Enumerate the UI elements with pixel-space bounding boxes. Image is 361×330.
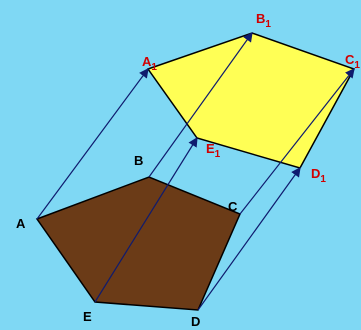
label-d1-subscript: 1 [320, 174, 326, 185]
translation-arrow-b [148, 32, 253, 178]
label-b1-letter: B [256, 11, 265, 26]
translation-arrow-e [94, 136, 198, 303]
label-c: C [228, 199, 238, 214]
translated-pentagon [146, 32, 356, 169]
label-b: B [134, 153, 143, 168]
label-a1-subscript: 1 [151, 62, 157, 73]
label-c1-subscript: 1 [354, 60, 360, 71]
label-d1-letter: D [311, 166, 320, 181]
label-a: A [16, 216, 26, 231]
label-e1: E1 [206, 141, 221, 160]
label-e1-letter: E [206, 141, 215, 156]
translation-arrow-c [239, 68, 355, 215]
label-c1: C1 [345, 52, 360, 71]
label-e: E [83, 309, 92, 324]
label-d1: D1 [311, 166, 326, 185]
original-pentagon [35, 176, 241, 311]
translation-arrow-a [36, 68, 149, 220]
label-e1-subscript: 1 [215, 149, 221, 160]
label-a1-letter: A [142, 54, 152, 69]
label-c1-letter: C [345, 52, 355, 67]
label-b1: B1 [256, 11, 271, 30]
translation-arrow-d [197, 167, 301, 311]
label-a1: A1 [142, 54, 157, 73]
label-d: D [191, 314, 200, 329]
label-b1-subscript: 1 [265, 19, 271, 30]
